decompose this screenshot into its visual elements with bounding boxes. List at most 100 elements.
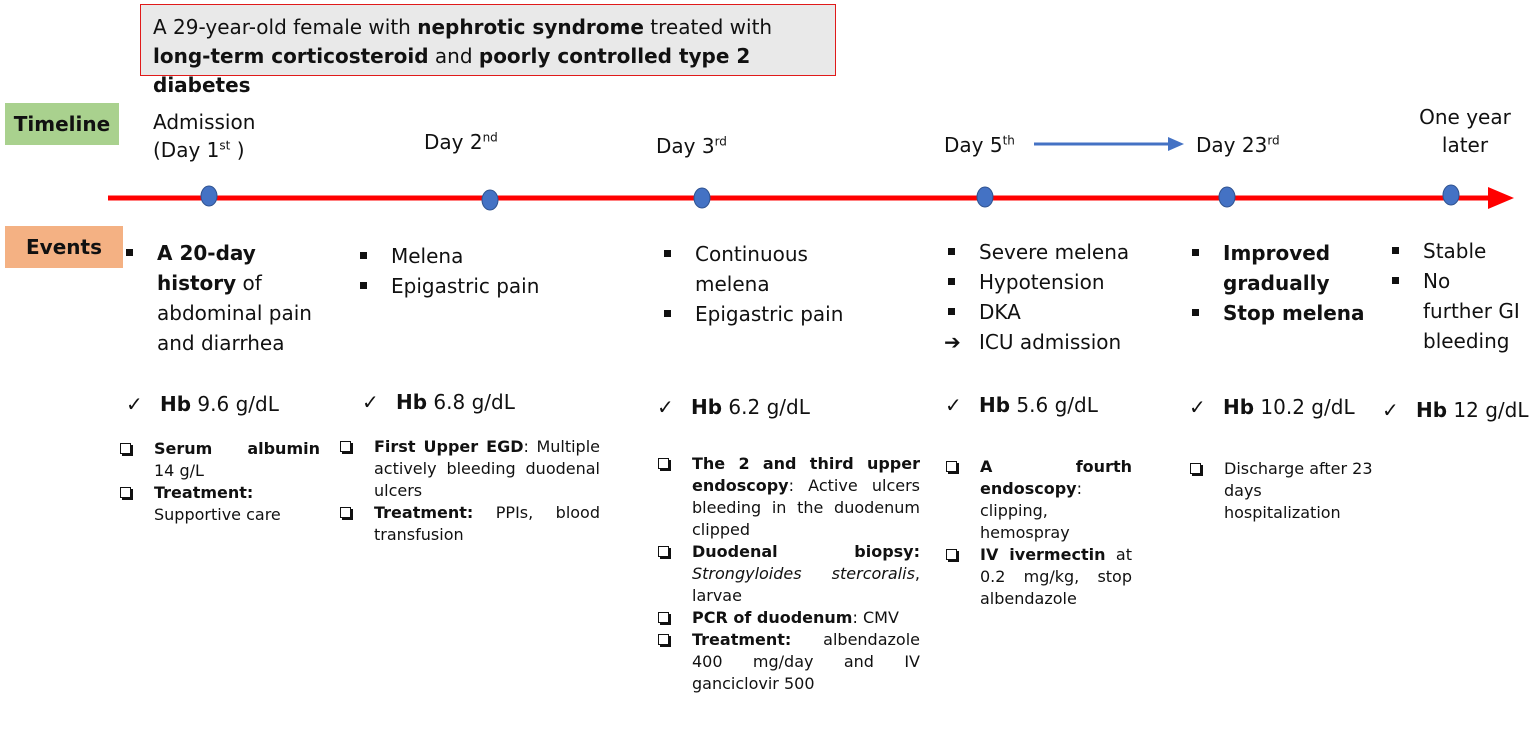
case-summary-line-1: A 29-year-old female with nephrotic synd… — [153, 13, 823, 42]
detail-text-bold: Treatment: — [692, 630, 792, 649]
detail-text: Discharge after 23 days hospitalization — [1224, 459, 1373, 522]
events-day-1: A 20-day history of abdominal pain and d… — [122, 238, 342, 358]
detail-item: Treatment: PPIs, blood transfusion — [340, 502, 600, 546]
details-day-3: The 2 and third upper endoscopy: Active … — [658, 453, 920, 695]
checkbox-square-icon — [946, 461, 957, 472]
hb-number: 6.2 g/dL — [728, 395, 810, 419]
detail-text: 14 g/L — [154, 461, 204, 480]
summary-bold-comorbidity: poorly controlled type 2 diabetes — [153, 44, 751, 97]
event-text: and diarrhea — [157, 331, 285, 355]
detail-text-bold: Treatment: — [154, 483, 254, 502]
day-label-one-year-later: One year later — [1413, 103, 1517, 159]
hb-value-day-5: ✓Hb 5.6 g/dL — [945, 391, 1098, 419]
checkmark-icon: ✓ — [945, 393, 962, 417]
event-text: bleeding — [1423, 329, 1510, 353]
event-bullet: Continuous melena — [660, 239, 890, 299]
event-bullet: Stable — [1388, 236, 1528, 266]
checkbox-square-icon — [1190, 463, 1201, 474]
case-summary-box: A 29-year-old female with nephrotic synd… — [140, 4, 836, 97]
checkbox-square-icon — [340, 441, 351, 452]
details-day-5: A fourth endoscopy: clipping, hemospray … — [946, 456, 1132, 610]
detail-text: : clipping, hemospray — [980, 479, 1082, 542]
event-text: ICU admission — [979, 330, 1122, 354]
event-bullet: Epigastric pain — [356, 271, 596, 301]
timeline-axis — [108, 184, 1514, 211]
hb-label: Hb — [979, 393, 1011, 417]
hb-value-day-2: ✓Hb 6.8 g/dL — [362, 388, 515, 416]
detail-text: PPIs, blood transfusion — [374, 503, 600, 544]
day-ordinal-suffix: nd — [482, 130, 498, 145]
timeline-node-one-year — [1442, 184, 1460, 206]
detail-text-bold: Serum albumin — [154, 439, 320, 458]
event-text-bold: gradually — [1223, 271, 1330, 295]
hb-label: Hb — [1223, 395, 1255, 419]
event-text-bold: A 20-day — [157, 241, 256, 265]
detail-item: Treatment: Supportive care — [120, 482, 320, 526]
hb-number: 10.2 g/dL — [1260, 395, 1355, 419]
event-text: of — [236, 271, 262, 295]
right-arrow-icon: ➔ — [944, 330, 961, 354]
event-text: Continuous — [695, 242, 808, 266]
checkbox-square-icon — [658, 612, 669, 623]
checkmark-icon: ✓ — [657, 395, 674, 419]
detail-item: A fourth endoscopy: clipping, hemospray — [946, 456, 1132, 544]
day-label-day-3: Day 3rd — [656, 132, 727, 160]
detail-text: Supportive care — [154, 505, 281, 524]
hb-label: Hb — [1416, 398, 1448, 422]
hb-value-day-1: ✓Hb 9.6 g/dL — [126, 390, 279, 418]
checkbox-square-icon — [120, 487, 131, 498]
hb-number: 12 g/dL — [1453, 398, 1529, 422]
detail-item: Serum albumin 14 g/L — [120, 438, 320, 482]
timeline-tag: Timeline — [5, 103, 119, 145]
hb-value-day-3: ✓ Hb 6.2 g/dL — [657, 393, 810, 421]
detail-item: Duodenal biopsy: Strongyloides stercoral… — [658, 541, 920, 607]
event-bullet: Hypotension — [944, 267, 1164, 297]
day-label-text: One year — [1419, 105, 1511, 129]
checkbox-square-icon — [340, 507, 351, 518]
day-label-text: (Day 1 — [153, 138, 220, 162]
checkbox-square-icon — [658, 546, 669, 557]
checkbox-square-icon — [946, 549, 957, 560]
detail-item: PCR of duodenum: CMV — [658, 607, 920, 629]
event-text: further GI — [1423, 299, 1520, 323]
detail-text: at 0.2 mg/kg, stop albendazole — [980, 545, 1132, 608]
day-label-day-23: Day 23rd — [1196, 131, 1280, 159]
details-day-1: Serum albumin 14 g/L Treatment: Supporti… — [120, 438, 320, 526]
detail-item: Treatment: albendazole 400 mg/day and IV… — [658, 629, 920, 695]
event-bullet: Stop melena — [1188, 298, 1378, 328]
checkmark-icon: ✓ — [362, 390, 379, 414]
summary-bold-diagnosis: nephrotic syndrome — [417, 15, 644, 39]
hb-value-day-23: ✓ Hb 10.2 g/dL — [1189, 393, 1355, 421]
hb-label: Hb — [160, 392, 192, 416]
day-label-day-2: Day 2nd — [424, 128, 498, 156]
day-label-text: Day 23 — [1196, 133, 1268, 157]
day-label-text: Day 5 — [944, 133, 1003, 157]
detail-text: : Multiple actively bleeding duodenal ul… — [374, 437, 600, 500]
day-ordinal-suffix: st — [219, 138, 231, 153]
checkmark-icon: ✓ — [1189, 395, 1206, 419]
hb-label: Hb — [396, 390, 428, 414]
event-bullet: A 20-day history of abdominal pain and d… — [122, 238, 342, 358]
day-label-text: (Day 1st ) — [153, 136, 255, 164]
summary-text: treated with — [643, 15, 773, 39]
checkbox-square-icon — [658, 458, 669, 469]
detail-item: Discharge after 23 days hospitalization — [1190, 458, 1380, 524]
timeline-node-day-5 — [976, 186, 994, 208]
summary-text: and — [428, 44, 479, 68]
checkmark-icon: ✓ — [126, 392, 143, 416]
event-text: melena — [695, 272, 770, 296]
detail-text-bold: First Upper EGD — [374, 437, 524, 456]
detail-item: IV ivermectin at 0.2 mg/kg, stop albenda… — [946, 544, 1132, 610]
timeline-node-day-3 — [693, 187, 711, 209]
day-label-text: Day 3 — [656, 134, 715, 158]
hb-label: Hb — [691, 395, 723, 419]
checkbox-square-icon — [120, 443, 131, 454]
day-label-day-5: Day 5th — [944, 131, 1015, 159]
detail-text-bold: Treatment: — [374, 503, 474, 522]
day-ordinal-suffix: th — [1002, 133, 1015, 148]
case-summary-line-2: long-term corticosteroid and poorly cont… — [153, 42, 823, 100]
